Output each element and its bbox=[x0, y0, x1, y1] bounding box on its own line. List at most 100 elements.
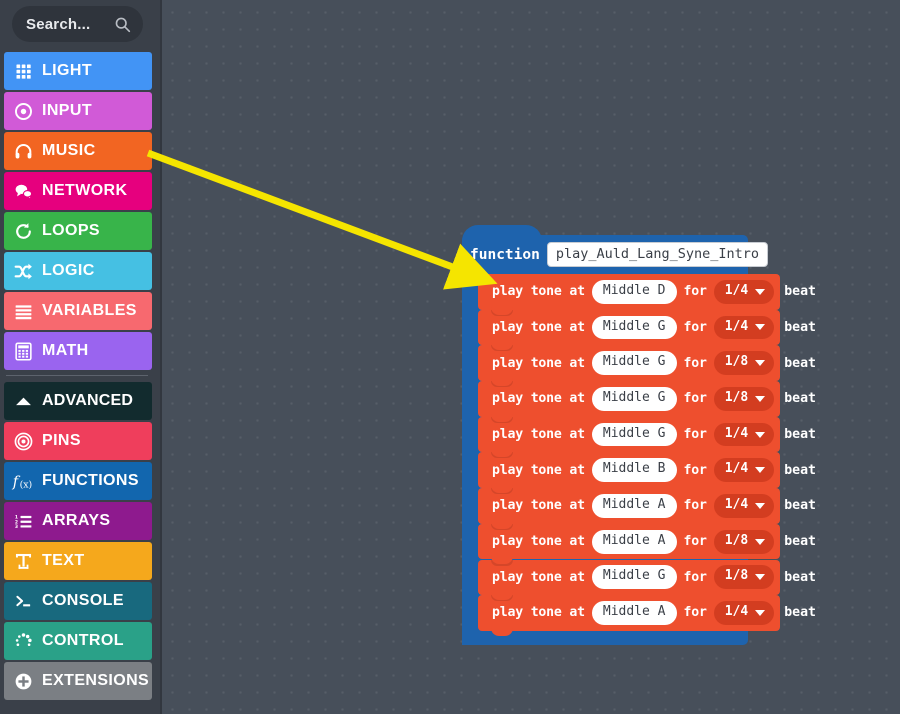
svg-text:(x): (x) bbox=[20, 479, 33, 490]
sidebar-item-label: NETWORK bbox=[42, 182, 127, 200]
block-prefix-label: play tone at bbox=[492, 427, 585, 442]
function-block-group[interactable]: function play_Auld_Lang_Syne_Intro play … bbox=[462, 216, 782, 652]
sidebar-item-functions[interactable]: f(x)FUNCTIONS bbox=[4, 462, 152, 500]
search-icon[interactable] bbox=[114, 16, 131, 33]
sidebar-item-control[interactable]: CONTROL bbox=[4, 622, 152, 660]
block-prefix-label: play tone at bbox=[492, 320, 585, 335]
chevron-down-icon[interactable] bbox=[755, 396, 765, 402]
sidebar-item-label: ARRAYS bbox=[42, 512, 111, 530]
sidebar-item-logic[interactable]: LOGIC bbox=[4, 252, 152, 290]
fx-icon: f(x) bbox=[4, 471, 42, 492]
note-dropdown[interactable]: Middle A bbox=[592, 530, 677, 554]
target-rings-icon bbox=[4, 431, 42, 452]
sidebar-item-input[interactable]: INPUT bbox=[4, 92, 152, 130]
function-header[interactable]: function play_Auld_Lang_Syne_Intro bbox=[462, 235, 748, 274]
sidebar-item-label: ADVANCED bbox=[42, 392, 133, 410]
sidebar-item-console[interactable]: CONSOLE bbox=[4, 582, 152, 620]
note-dropdown[interactable]: Middle G bbox=[592, 423, 677, 447]
duration-value: 1/8 bbox=[725, 390, 748, 407]
note-dropdown[interactable]: Middle A bbox=[592, 601, 677, 625]
block-beat-label: beat bbox=[784, 427, 816, 442]
duration-value: 1/8 bbox=[725, 568, 748, 585]
sidebar-item-label: LOGIC bbox=[42, 262, 95, 280]
sidebar-item-math[interactable]: MATH bbox=[4, 332, 152, 370]
duration-dropdown[interactable]: 1/8 bbox=[714, 565, 774, 589]
play-tone-block[interactable]: play tone atMiddle Gfor1/8beat bbox=[478, 560, 780, 596]
note-dropdown[interactable]: Middle G bbox=[592, 316, 677, 340]
play-tone-block[interactable]: play tone atMiddle Afor1/4beat bbox=[478, 595, 780, 631]
chevron-down-icon[interactable] bbox=[755, 610, 765, 616]
note-dropdown[interactable]: Middle G bbox=[592, 565, 677, 589]
chevron-down-icon[interactable] bbox=[755, 539, 765, 545]
duration-dropdown[interactable]: 1/4 bbox=[714, 494, 774, 518]
sidebar-item-label: MUSIC bbox=[42, 142, 96, 160]
play-tone-block[interactable]: play tone atMiddle Gfor1/8beat bbox=[478, 345, 780, 381]
sidebar-item-label: EXTENSIONS bbox=[42, 672, 149, 690]
duration-dropdown[interactable]: 1/8 bbox=[714, 387, 774, 411]
sidebar-item-music[interactable]: MUSIC bbox=[4, 132, 152, 170]
sidebar-item-light[interactable]: LIGHT bbox=[4, 52, 152, 90]
chevron-down-icon[interactable] bbox=[755, 432, 765, 438]
chevron-down-icon[interactable] bbox=[755, 467, 765, 473]
sidebar-item-label: INPUT bbox=[42, 102, 92, 120]
play-tone-block[interactable]: play tone atMiddle Gfor1/8beat bbox=[478, 381, 780, 417]
statement-stack: play tone atMiddle Dfor1/4beat play tone … bbox=[478, 274, 780, 631]
grid-icon bbox=[4, 61, 42, 82]
duration-value: 1/8 bbox=[725, 533, 748, 550]
play-tone-block[interactable]: play tone atMiddle Afor1/8beat bbox=[478, 524, 780, 560]
play-tone-block[interactable]: play tone atMiddle Gfor1/4beat bbox=[478, 310, 780, 346]
play-tone-block[interactable]: play tone atMiddle Dfor1/4beat bbox=[478, 274, 780, 310]
chevron-down-icon[interactable] bbox=[755, 324, 765, 330]
search-input[interactable]: Search... bbox=[12, 6, 143, 42]
sidebar-item-advanced[interactable]: ADVANCED bbox=[4, 382, 152, 420]
chevron-down-icon[interactable] bbox=[755, 574, 765, 580]
terminal-icon bbox=[4, 591, 42, 612]
canvas-left-edge bbox=[160, 0, 162, 714]
duration-dropdown[interactable]: 1/4 bbox=[714, 458, 774, 482]
duration-dropdown[interactable]: 1/4 bbox=[714, 423, 774, 447]
duration-dropdown[interactable]: 1/4 bbox=[714, 601, 774, 625]
sidebar-item-pins[interactable]: PINS bbox=[4, 422, 152, 460]
note-dropdown[interactable]: Middle D bbox=[592, 280, 677, 304]
play-tone-block[interactable]: play tone atMiddle Bfor1/4beat bbox=[478, 452, 780, 488]
toolbox-sidebar: Search... LIGHT INPUT MUSIC NETWORK LOOPS LOG… bbox=[0, 0, 160, 714]
block-prefix-label: play tone at bbox=[492, 463, 585, 478]
block-beat-label: beat bbox=[784, 605, 816, 620]
sidebar-item-text[interactable]: TEXT bbox=[4, 542, 152, 580]
sidebar-item-loops[interactable]: LOOPS bbox=[4, 212, 152, 250]
chevron-down-icon[interactable] bbox=[755, 289, 765, 295]
note-dropdown[interactable]: Middle G bbox=[592, 387, 677, 411]
block-prefix-label: play tone at bbox=[492, 356, 585, 371]
sidebar-item-variables[interactable]: VARIABLES bbox=[4, 292, 152, 330]
play-tone-block[interactable]: play tone atMiddle Gfor1/4beat bbox=[478, 417, 780, 453]
toolbox-category-list: LIGHT INPUT MUSIC NETWORK LOOPS LOGIC VARIABLE… bbox=[0, 52, 155, 702]
duration-value: 1/4 bbox=[725, 461, 748, 478]
sidebar-item-label: FUNCTIONS bbox=[42, 472, 139, 490]
note-dropdown[interactable]: Middle B bbox=[592, 458, 677, 482]
note-dropdown[interactable]: Middle A bbox=[592, 494, 677, 518]
block-beat-label: beat bbox=[784, 570, 816, 585]
duration-value: 1/4 bbox=[725, 497, 748, 514]
sidebar-item-arrays[interactable]: 123ARRAYS bbox=[4, 502, 152, 540]
block-beat-label: beat bbox=[784, 391, 816, 406]
block-beat-label: beat bbox=[784, 356, 816, 371]
duration-dropdown[interactable]: 1/8 bbox=[714, 530, 774, 554]
function-name-field[interactable]: play_Auld_Lang_Syne_Intro bbox=[547, 242, 768, 268]
block-beat-label: beat bbox=[784, 498, 816, 513]
note-dropdown[interactable]: Middle G bbox=[592, 351, 677, 375]
numbered-list-icon: 123 bbox=[4, 511, 42, 532]
play-tone-block[interactable]: play tone atMiddle Afor1/4beat bbox=[478, 488, 780, 524]
text-t-icon bbox=[4, 551, 42, 572]
duration-dropdown[interactable]: 1/4 bbox=[714, 316, 774, 340]
chevron-down-icon[interactable] bbox=[755, 503, 765, 509]
chevron-down-icon[interactable] bbox=[755, 360, 765, 366]
sidebar-item-label: TEXT bbox=[42, 552, 85, 570]
sidebar-item-extensions[interactable]: EXTENSIONS bbox=[4, 662, 152, 700]
sidebar-item-network[interactable]: NETWORK bbox=[4, 172, 152, 210]
chevron-up-icon bbox=[4, 391, 42, 412]
duration-dropdown[interactable]: 1/8 bbox=[714, 351, 774, 375]
block-for-label: for bbox=[684, 356, 707, 371]
duration-dropdown[interactable]: 1/4 bbox=[714, 280, 774, 304]
block-beat-label: beat bbox=[784, 463, 816, 478]
